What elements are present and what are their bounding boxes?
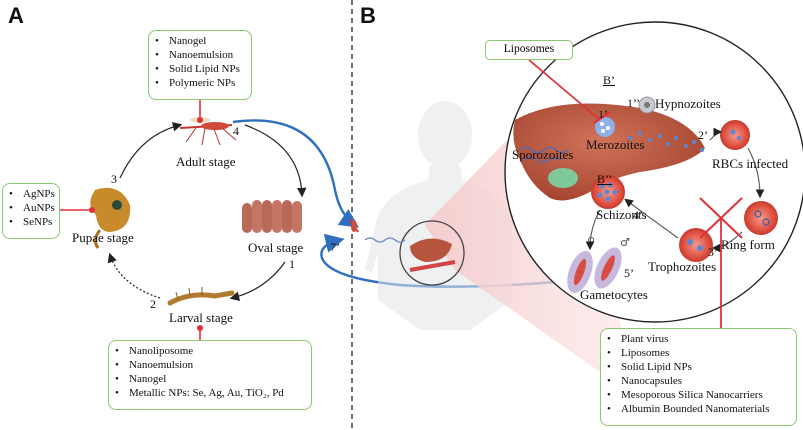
liposomes-inhibit-bar (593, 111, 611, 124)
zoom-detail-circle (504, 21, 803, 323)
svg-text:♂: ♂ (620, 236, 630, 249)
rbc-ring-form (744, 201, 778, 235)
step-2: 2 (150, 297, 156, 311)
step-3: 3 (111, 172, 117, 186)
rbcs-infected-label: RBCs infected (712, 156, 789, 171)
step-4: 4 (233, 124, 239, 138)
liver-zoom-circle (399, 220, 465, 286)
b-double-prime-label: B’’ (597, 172, 613, 186)
infected-hepatocyte (595, 117, 615, 137)
liposomes-label-box: Liposomes (485, 40, 573, 60)
adult-box-item: Polymeric NPs (155, 76, 243, 90)
larval-box-item: Nanoemulsion (115, 358, 303, 372)
step-7-prime: 7’ (330, 240, 340, 254)
larval-stage-label: Larval stage (169, 310, 233, 325)
sporozoite-squiggle-arm (364, 237, 406, 243)
rbc-arrow-5 (709, 127, 723, 141)
nanocarrier-item: Mesoporous Silica Nanocarriers (607, 388, 788, 402)
adult-stage-nanocarrier-box: Nanogel Nanoemulsion Solid Lipid NPs Pol… (148, 30, 252, 100)
merozoite-scatter (628, 131, 704, 152)
larva-icon (167, 287, 235, 306)
ring-form-label: Ring form (721, 237, 775, 252)
mosquito-icon (179, 117, 237, 146)
larval-box-item: Nanogel (115, 372, 303, 386)
pupae-stage-label: Pupae stage (72, 230, 134, 245)
gallbladder (548, 168, 578, 188)
rbc-trophozoite (679, 228, 713, 262)
nanocarrier-item: Albumin Bounded Nanomaterials (607, 402, 788, 416)
merozoites-label: Merozoites (586, 137, 645, 152)
hypnozoites-label: Hypnozoites (655, 96, 721, 111)
cycle-arrow-adult-to-oval (244, 124, 307, 198)
mosquito-small-icon (349, 219, 359, 233)
rbc-schizont (591, 175, 625, 209)
cycle-arrow-pupae-to-adult (119, 122, 183, 179)
nanocarrier-item: Plant virus (607, 332, 788, 346)
pupae-box-item: AgNPs (9, 187, 55, 201)
panel-b-letter: B (360, 3, 376, 28)
rbc-infected-1 (720, 120, 750, 150)
nanocarrier-item: Solid Lipid NPs (607, 360, 788, 374)
rbc-arrow-3 (624, 198, 679, 239)
oval-stage-label: Oval stage (248, 240, 304, 255)
nanocarrier-item: Liposomes (607, 346, 788, 360)
larval-stage-nanocarrier-box: Nanoliposome Nanoemulsion Nanogel Metall… (108, 340, 312, 410)
panel-a-letter: A (8, 3, 24, 28)
adult-box-item: Nanogel (155, 34, 243, 48)
bite-arrow-to-human (232, 119, 359, 228)
pupae-box-item: AuNPs (9, 201, 55, 215)
step-1-prime: 1’ (598, 107, 608, 121)
pupae-stage-nanocarrier-box: AgNPs AuNPs SeNPs (2, 183, 60, 239)
pupae-box-item: SeNPs (9, 215, 52, 229)
step-1-double-prime: 1’’ (627, 96, 641, 110)
larval-box-item: Nanoliposome (115, 344, 303, 358)
step-3-prime: 3’ (708, 245, 718, 259)
larval-box-item: Metallic NPs: Se, Ag, Au, TiO₂, Pd (115, 386, 303, 400)
gametocytes-icon: ♀ ♂ (567, 235, 630, 294)
cycle-arrow-larval-to-pupae (107, 252, 161, 299)
step-2-prime: 2’ (698, 128, 708, 142)
cycle-arrow-oval-to-larval (229, 261, 286, 301)
gametocytes-label: Gametocytes (580, 287, 648, 302)
adult-box-item: Nanoemulsion (155, 48, 243, 62)
rbc-arrow-4 (585, 209, 601, 251)
rbc-arrow-1 (747, 147, 765, 199)
adult-stage-label: Adult stage (176, 154, 236, 169)
eggs-icon (242, 200, 302, 233)
step-4-prime: 4’ (633, 208, 643, 222)
adult-box-item: Solid Lipid NPs (155, 62, 243, 76)
trophozoites-label: Trophozoites (648, 259, 717, 274)
b-prime-label: B’ (603, 73, 615, 87)
liposomes-pointer (528, 59, 601, 121)
nanocarrier-item: Nanocapsules (607, 374, 788, 388)
sporozoites-label: Sporozoites (512, 147, 574, 162)
schizonts-label: Schizonts (596, 207, 647, 222)
pupa-icon (90, 187, 131, 249)
erythrocytic-nanocarrier-box: Plant virus Liposomes Solid Lipid NPs Na… (600, 328, 797, 426)
step-5-prime: 5’ (624, 266, 634, 280)
step-1: 1 (289, 257, 295, 271)
